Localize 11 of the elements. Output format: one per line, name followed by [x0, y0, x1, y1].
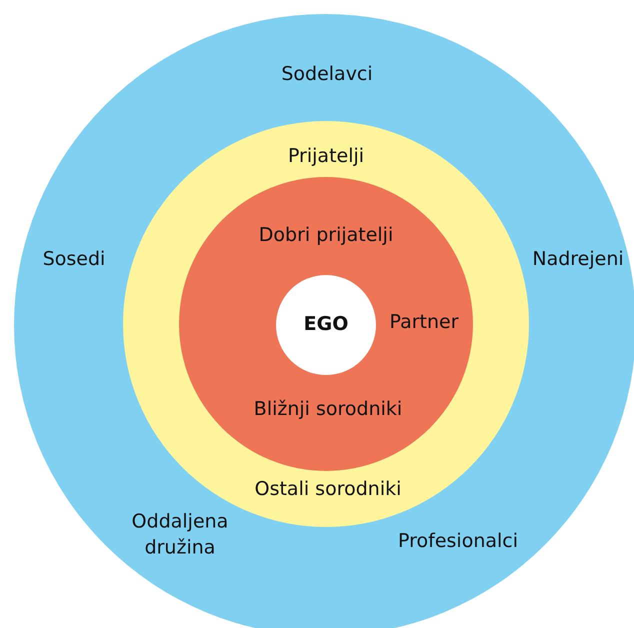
ring-label: Prijatelji: [288, 144, 364, 170]
center-label: EGO: [304, 312, 348, 338]
ring-label: Sosedi: [42, 247, 106, 272]
ring-label: Ostali sorodniki: [254, 477, 402, 502]
ring-label: Sodelavci: [281, 62, 373, 88]
ring-label: Nadrejeni: [532, 247, 624, 272]
ring-label: Bližnji sorodniki: [254, 397, 402, 422]
ring-label: Partner: [389, 310, 459, 336]
ring-label: Oddaljena družina: [130, 509, 230, 560]
ring-label: Dobri prijatelji: [258, 223, 394, 248]
ring-label: Profesionalci: [398, 529, 518, 554]
